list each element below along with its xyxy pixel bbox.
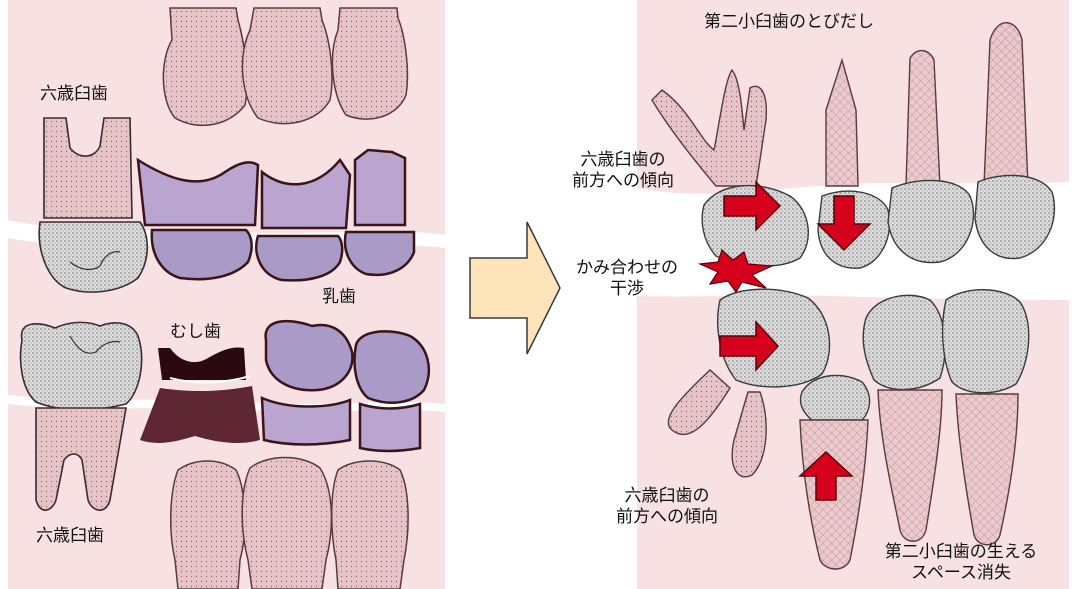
right-upper-teeth (652, 23, 1028, 186)
label-upper-tilt-line2: 前方への傾向 (548, 171, 698, 192)
left-primary-teeth-lower (262, 321, 429, 451)
label-primary-teeth: 乳歯 (322, 287, 356, 308)
label-occlusal-interference: かみ合わせの 干渉 (552, 258, 702, 300)
label-space-loss-line2: スペース消失 (866, 563, 1056, 584)
label-upper-six-year-molar: 六歳臼歯 (40, 84, 108, 105)
label-interference-line1: かみ合わせの (552, 258, 702, 279)
left-primary-teeth-upper (138, 150, 414, 280)
label-upper-tilt-line1: 六歳臼歯の (548, 150, 698, 171)
left-upper-molar (39, 118, 147, 292)
label-upper-forward-tilt: 六歳臼歯の 前方への傾向 (548, 150, 698, 192)
label-lower-tilt-line1: 六歳臼歯の (592, 486, 742, 507)
label-lower-tilt-line2: 前方への傾向 (592, 507, 742, 528)
label-space-loss-line1: 第二小臼歯の生える (866, 542, 1056, 563)
label-lower-forward-tilt: 六歳臼歯の 前方への傾向 (592, 486, 742, 528)
right-arrow-icon (470, 222, 560, 354)
label-interference-line2: 干渉 (552, 279, 702, 300)
label-lower-six-year-molar: 六歳臼歯 (36, 526, 104, 547)
label-space-loss: 第二小臼歯の生える スペース消失 (866, 542, 1056, 584)
left-cavity-tooth (140, 347, 260, 442)
label-premolar-protrusion: 第二小臼歯のとびだし (704, 12, 874, 33)
left-lower-molar (21, 322, 142, 510)
left-upper-teeth (163, 8, 407, 125)
label-cavity: むし歯 (170, 322, 221, 343)
left-lower-teeth (171, 458, 408, 589)
